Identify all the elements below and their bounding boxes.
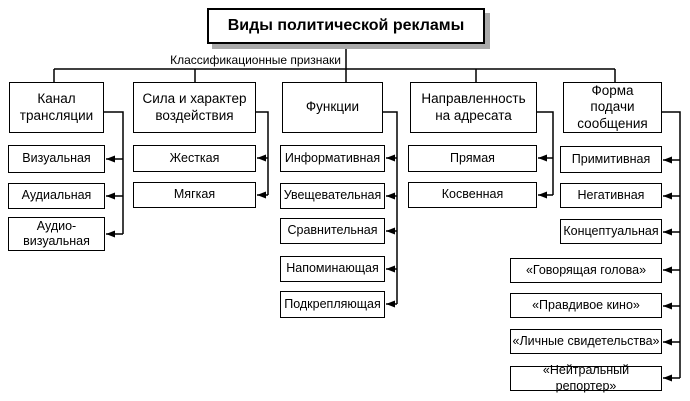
leaf-primitivnaya: Примитивная — [560, 146, 662, 173]
leaf-uveshchevatelnaya: Увещевательная — [280, 183, 385, 209]
leaf-myagkaya: Мягкая — [133, 182, 256, 208]
leaf-label: Аудио- визуальная — [23, 218, 90, 248]
diagram-title-box: Виды политической рекламы — [207, 8, 485, 44]
connector-col2-elbow — [256, 111, 269, 195]
leaf-zhestkaya: Жесткая — [133, 145, 256, 172]
category-message-form-label: Форма подачи сообщения — [577, 82, 648, 131]
leaf-neytralnyy-reporter: «Нейтральный репортер» — [510, 363, 662, 393]
leaf-label: Мягкая — [173, 187, 216, 202]
connector-col1-elbow — [104, 111, 124, 234]
leaf-label: «Правдивое кино» — [532, 297, 640, 312]
diagram-title: Виды политической рекламы — [227, 17, 465, 35]
category-functions-label: Функции — [305, 99, 360, 115]
leaf-vizualnaya: Визуальная — [8, 145, 105, 173]
leaf-label: Косвенная — [441, 187, 504, 202]
leaf-negativnaya: Негативная — [560, 183, 662, 208]
leaf-label: Примитивная — [571, 151, 651, 166]
category-impact-strength: Сила и характер воздействия — [133, 82, 256, 133]
connector-col4-elbow — [537, 111, 554, 195]
leaf-label: Подкрепляющая — [284, 296, 381, 311]
leaf-label: «Нейтральный репортер» — [542, 363, 630, 393]
leaf-label: Концептуальная — [563, 223, 659, 238]
category-channel: Канал трансляции — [9, 82, 104, 133]
connector-top-tree — [53, 44, 616, 82]
leaf-podkreplyayushchaya: Подкрепляющая — [280, 291, 385, 318]
leaf-informativnaya: Информативная — [280, 145, 385, 172]
category-channel-label: Канал трансляции — [19, 91, 94, 123]
leaf-label: Жесткая — [169, 150, 220, 165]
category-targeting: Направленность на адресата — [410, 82, 537, 133]
leaf-label: Увещевательная — [283, 188, 382, 203]
leaf-sravnitelnaya: Сравнительная — [280, 218, 385, 244]
leaf-label: Визуальная — [22, 151, 91, 166]
leaf-napominayushchaya: Напоминающая — [280, 256, 385, 282]
leaf-pryamaya: Прямая — [408, 145, 537, 172]
leaf-label: «Личные свидетельства» — [512, 333, 660, 348]
category-targeting-label: Направленность на адресата — [421, 91, 526, 123]
leaf-label: Прямая — [450, 150, 495, 165]
category-message-form: Форма подачи сообщения — [563, 82, 662, 133]
leaf-label: Напоминающая — [286, 261, 379, 276]
connector-col3-elbow — [383, 111, 398, 304]
leaf-kontseptualnaya: Концептуальная — [560, 219, 662, 244]
category-functions: Функции — [282, 82, 383, 133]
classification-features-text: Классификационные признаки — [170, 53, 341, 67]
leaf-label: Негативная — [577, 187, 645, 202]
leaf-govoryashchaya-golova: «Говорящая голова» — [510, 258, 662, 283]
classification-features-label: Классификационные признаки — [141, 53, 341, 67]
leaf-pravdivoe-kino: «Правдивое кино» — [510, 293, 662, 318]
leaf-label: Информативная — [284, 150, 381, 165]
connector-col5-elbow — [662, 111, 681, 378]
leaf-lichnye-svidetelstva: «Личные свидетельства» — [510, 329, 662, 354]
leaf-audio-vizualnaya: Аудио- визуальная — [8, 217, 105, 251]
leaf-label: «Говорящая голова» — [525, 262, 647, 277]
leaf-kosvennaya: Косвенная — [408, 182, 537, 208]
leaf-label: Сравнительная — [287, 223, 378, 238]
leaf-audialnaya: Аудиальная — [8, 183, 105, 209]
leaf-label: Аудиальная — [21, 188, 92, 203]
category-impact-strength-label: Сила и характер воздействия — [142, 91, 247, 123]
